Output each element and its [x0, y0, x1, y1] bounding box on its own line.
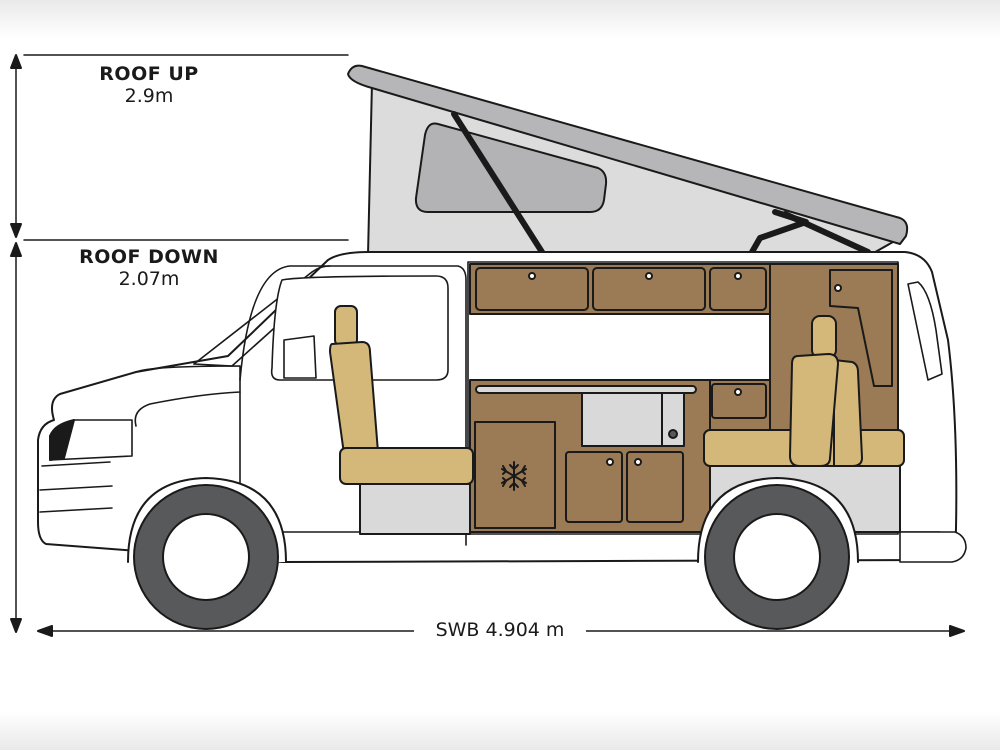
wheels: [127, 477, 859, 630]
front-seat-headrest: [334, 305, 358, 347]
roof-down-title: ROOF DOWN: [79, 246, 219, 268]
interior: [359, 261, 901, 535]
roof-down-value: 2.07m: [118, 267, 180, 290]
dimension-lines: [10, 54, 965, 637]
rear-seat-back: [789, 353, 839, 467]
overhead-cabinet: [592, 267, 706, 311]
roof-up-label: ROOF UP 2.9m: [64, 63, 234, 108]
length-label: SWB 4.904 m: [414, 619, 586, 641]
overhead-cabinet: [709, 267, 767, 311]
tap-panel: [661, 392, 685, 447]
pop-up-roof: [347, 64, 909, 256]
rear-headrest: [811, 315, 837, 359]
overhead-cabinet: [475, 267, 589, 311]
roof-down-label: ROOF DOWN 2.07m: [64, 246, 234, 291]
rear-bumper: [899, 531, 967, 563]
front-wheel: [127, 477, 287, 630]
front-seat-base: [359, 483, 471, 535]
roof-up-title: ROOF UP: [99, 63, 199, 85]
seats: [329, 305, 905, 485]
roof-window: [414, 122, 608, 213]
snowflake-icon: [501, 461, 527, 491]
worktop: [475, 385, 697, 394]
wardrobe-door: [829, 269, 893, 387]
cupboard-door: [626, 451, 684, 523]
drawer: [711, 383, 767, 419]
front-seat-cushion: [339, 447, 474, 485]
rear-seat-back: [833, 359, 863, 467]
sink-hob: [581, 392, 663, 447]
rear-wheel: [697, 477, 859, 630]
cupboard-door: [565, 451, 623, 523]
roof-up-value: 2.9m: [124, 84, 174, 107]
